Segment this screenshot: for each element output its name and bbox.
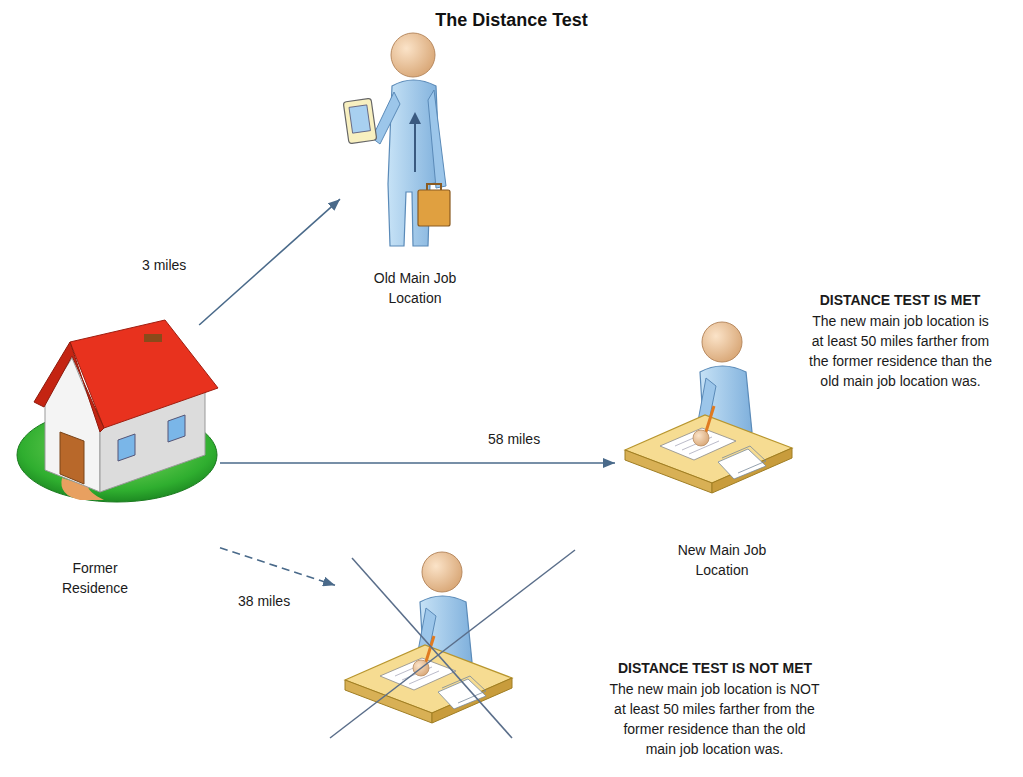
distance-arrow (220, 462, 615, 464)
house-illustration-part (118, 434, 135, 461)
house-illustration-part (60, 432, 84, 484)
distance-arrow (220, 548, 335, 585)
old-job-worker-part (428, 90, 446, 188)
old-job-worker-part (414, 120, 416, 172)
old-job-worker-part (349, 105, 370, 133)
result-heading: DISTANCE TEST IS MET (790, 290, 1010, 310)
house-illustration (17, 320, 218, 502)
old-job-worker-part (418, 190, 450, 226)
place-label: Former Residence (40, 558, 150, 598)
illustrated-place: New Main Job Location (615, 315, 800, 590)
distance-arrow (199, 199, 340, 325)
diagram-title: The Distance Test (0, 10, 1023, 31)
old-job-worker-part (427, 184, 441, 190)
cross-out (330, 550, 575, 738)
house-illustration-part (144, 334, 162, 342)
distance-label: 3 miles (140, 256, 188, 274)
place-label: New Main Job Location (667, 540, 777, 580)
new-job-worker (625, 322, 792, 493)
illustrated-place: DISTANCE TEST IS NOT METThe new main job… (335, 545, 865, 775)
old-job-worker-part (343, 98, 377, 143)
old-job-worker-part (391, 33, 435, 77)
distance-label: 58 miles (486, 430, 542, 448)
result-heading: DISTANCE TEST IS NOT MET (570, 658, 860, 678)
old-job-worker (343, 33, 450, 246)
illustrated-place: Old Main Job Location (340, 28, 490, 315)
distance-label: 38 miles (236, 592, 292, 610)
old-job-worker-part (409, 112, 421, 124)
result-note: The new main job location is at least 50… (808, 311, 993, 391)
illustrated-place: Former Residence (15, 325, 220, 605)
place-label: Old Main Job Location (360, 268, 470, 308)
house-illustration-part (168, 415, 185, 442)
cross-out-part (352, 558, 512, 738)
cross-out-part (330, 550, 575, 738)
house-illustration-part (34, 342, 104, 432)
result-note: The new main job location is NOT at leas… (607, 679, 822, 759)
house-illustration-part (70, 320, 218, 428)
